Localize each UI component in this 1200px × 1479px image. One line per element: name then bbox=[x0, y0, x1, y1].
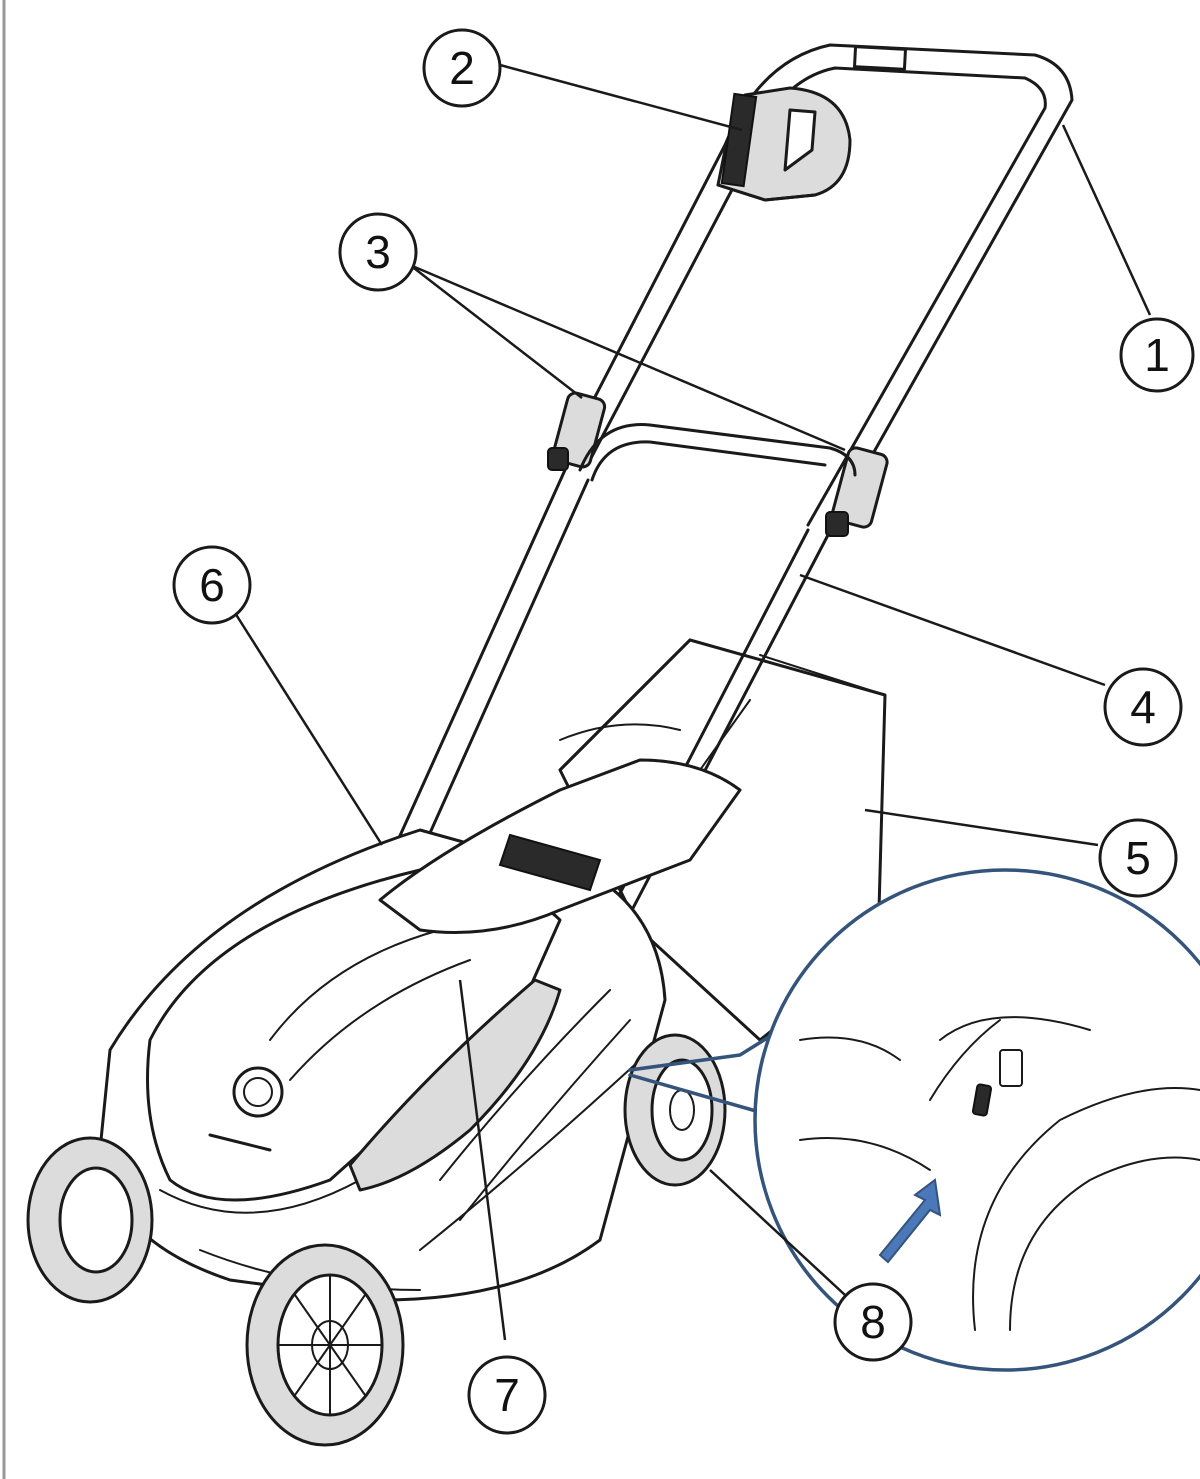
callout-6: 6 bbox=[172, 545, 252, 625]
grass-box bbox=[558, 638, 887, 1042]
callout-2: 2 bbox=[422, 28, 502, 108]
callout-5: 5 bbox=[1098, 818, 1178, 898]
rear-right-wheel bbox=[623, 1033, 727, 1187]
switch-box bbox=[716, 86, 852, 202]
mower-deck bbox=[98, 723, 742, 1302]
callout-label-1: 1 bbox=[1144, 329, 1170, 381]
callout-label-8: 8 bbox=[860, 1296, 886, 1348]
callout-label-3: 3 bbox=[365, 226, 391, 278]
callout-label-7: 7 bbox=[494, 1369, 520, 1421]
callout-3: 3 bbox=[338, 212, 418, 292]
front-right-wheel bbox=[245, 1243, 405, 1447]
callout-label-5: 5 bbox=[1125, 832, 1151, 884]
callout-8: 8 bbox=[833, 1282, 913, 1362]
detail-magnifier bbox=[628, 868, 1200, 1372]
quick-release-levers bbox=[547, 391, 889, 537]
callout-4: 4 bbox=[1103, 667, 1183, 747]
callout-label-2: 2 bbox=[449, 42, 475, 94]
callout-1: 1 bbox=[1119, 317, 1195, 393]
callout-label-4: 4 bbox=[1130, 681, 1156, 733]
front-left-wheel bbox=[26, 1136, 154, 1304]
callout-label-6: 6 bbox=[199, 559, 225, 611]
callout-7: 7 bbox=[467, 1355, 547, 1435]
